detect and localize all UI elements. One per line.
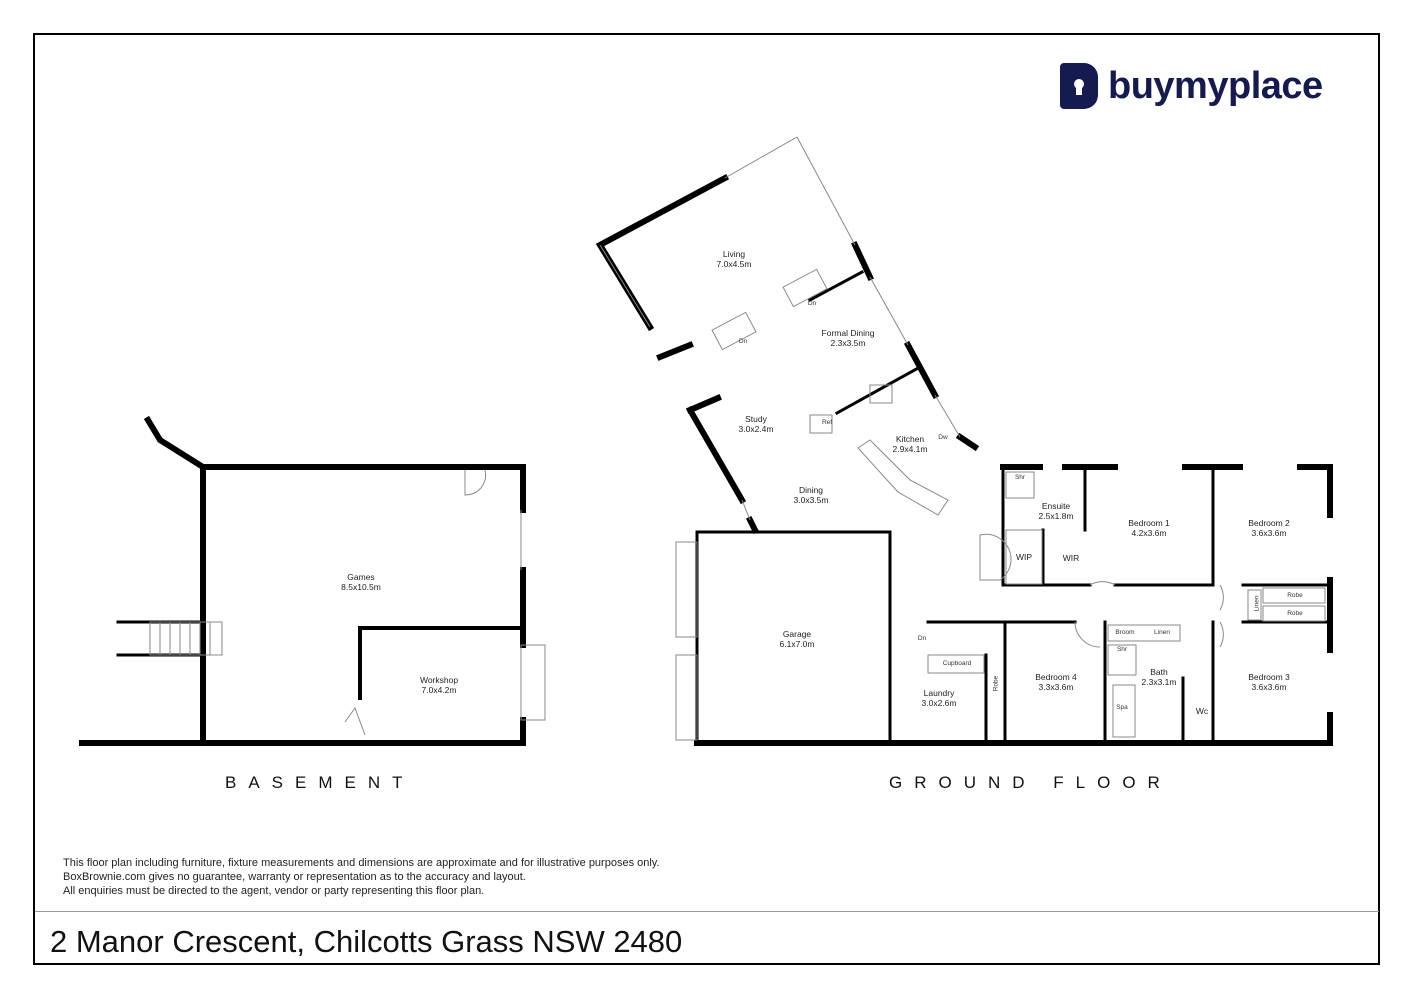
room-name: Ensuite xyxy=(1041,501,1071,511)
stairs-down-label: Dn xyxy=(807,300,817,307)
room-name: Bath xyxy=(1150,667,1168,677)
basement-walls xyxy=(79,415,526,746)
room-name: Bedroom 1 xyxy=(1128,518,1170,528)
cupboard-label: Cupboard xyxy=(942,660,972,667)
stairs-down-label: Dn xyxy=(917,635,927,642)
room-size: 3.6x3.6m xyxy=(1251,528,1287,538)
broom-label: Broom xyxy=(1115,629,1135,636)
room-games: Games 8.5x10.5m xyxy=(341,572,381,592)
linen-label: Linen xyxy=(1253,595,1261,612)
property-address: 2 Manor Crescent, Chilcotts Grass NSW 24… xyxy=(50,924,683,959)
room-name: Study xyxy=(745,414,767,424)
footer-divider xyxy=(35,911,1379,912)
room-name: Bedroom 3 xyxy=(1248,672,1290,682)
ground-floor-title: GROUND FLOOR xyxy=(889,773,1172,792)
room-size: 2.3x3.5m xyxy=(830,338,866,348)
robe-label: Robe xyxy=(992,675,1000,692)
ground-floor-fixtures xyxy=(599,136,1326,741)
ground-floor-walls xyxy=(595,173,1333,746)
room-name: Kitchen xyxy=(895,434,925,444)
room-name: Laundry xyxy=(923,688,955,698)
room-size: 3.6x3.6m xyxy=(1251,682,1287,692)
room-size: 2.5x1.8m xyxy=(1038,511,1074,521)
room-size: 7.0x4.5m xyxy=(716,259,752,269)
room-size: 6.1x7.0m xyxy=(779,639,815,649)
room-name: Formal Dining xyxy=(821,328,875,338)
room-name: Games xyxy=(347,572,375,582)
page-frame xyxy=(33,33,1380,965)
brand-logo: buymyplace xyxy=(1060,63,1323,109)
disclaimer-line: This floor plan including furniture, fix… xyxy=(63,857,660,869)
wir-label: WIR xyxy=(1062,553,1080,563)
room-size: 4.2x3.6m xyxy=(1131,528,1167,538)
basement-title: BASEMENT xyxy=(225,773,415,792)
room-workshop: Workshop 7.0x4.2m xyxy=(420,675,458,695)
room-size: 7.0x4.2m xyxy=(421,685,457,695)
room-name: Living xyxy=(722,249,746,259)
room-name: Garage xyxy=(782,629,812,639)
shower-label: Shr xyxy=(1014,474,1026,481)
room-name: Workshop xyxy=(419,675,459,685)
brand-name: buymyplace xyxy=(1108,64,1323,107)
linen-label: Linen xyxy=(1154,629,1170,636)
disclaimer-line: All enquiries must be directed to the ag… xyxy=(63,885,485,897)
wip-label: WIP xyxy=(1015,552,1033,562)
room-size: 2.3x3.1m xyxy=(1141,677,1177,687)
wc-label: Wc xyxy=(1195,706,1209,716)
room-size: 8.5x10.5m xyxy=(341,582,381,592)
room-size: 3.0x3.5m xyxy=(793,495,829,505)
disclaimer-line: BoxBrownie.com gives no guarantee, warra… xyxy=(63,871,526,883)
room-size: 2.9x4.1m xyxy=(892,444,928,454)
room-size: 3.0x2.4m xyxy=(738,424,774,434)
room-name: Bedroom 4 xyxy=(1035,672,1077,682)
keyhole-logo-icon xyxy=(1060,63,1098,109)
dishwasher-label: Dw xyxy=(938,434,948,441)
shower-label: Shr xyxy=(1116,646,1128,653)
robe-label: Robe xyxy=(1287,610,1303,617)
room-size: 3.0x2.6m xyxy=(921,698,957,708)
robe-label: Robe xyxy=(1287,592,1303,599)
basement-fixtures xyxy=(149,469,546,736)
fridge-label: Ref xyxy=(821,419,833,426)
room-name: Dining xyxy=(798,485,824,495)
stairs-down-label: Dn xyxy=(738,338,748,345)
disclaimer: This floor plan including furniture, fix… xyxy=(63,856,660,898)
spa-label: Spa xyxy=(1116,704,1128,711)
room-size: 3.3x3.6m xyxy=(1038,682,1074,692)
room-name: Bedroom 2 xyxy=(1248,518,1290,528)
